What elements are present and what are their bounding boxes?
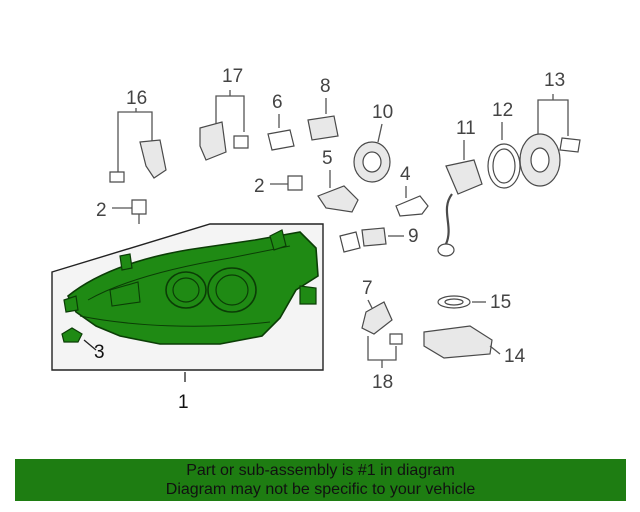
parts-diagram: 3 1 16 2 17 6 8 10 [51,66,581,413]
clip-part-3-icon[interactable] [61,327,83,343]
info-banner: Part or sub-assembly is #1 in diagram Di… [15,459,626,501]
bulb-9-icon[interactable] [339,231,361,253]
bulb-6-icon[interactable] [267,129,295,151]
screw-16-icon[interactable] [109,171,125,183]
callout-15: 15 [490,292,511,313]
callout-16: 16 [126,88,147,109]
bulb-part-4-group[interactable]: 4 [395,164,429,217]
callout-13: 13 [544,70,565,91]
cap-part-10-group[interactable]: 10 [353,102,393,183]
callout-9: 9 [408,226,419,247]
ballast-14-icon[interactable] [423,325,493,359]
screw-2-middle-icon[interactable] [287,175,303,191]
screw-2-left-icon[interactable] [131,199,147,215]
screw-part-2-middle-group[interactable]: 2 [254,175,303,197]
callout-4: 4 [400,164,411,185]
callout-18: 18 [372,372,393,393]
bracket-part-17-group[interactable]: 17 [199,66,249,161]
callout-12: 12 [492,100,513,121]
bulb-part-9-group[interactable]: 9 [339,226,419,253]
banner-line-1: Part or sub-assembly is #1 in diagram [186,462,455,479]
bracket-16-icon[interactable] [139,139,167,179]
callout-5: 5 [322,148,333,169]
callout-17: 17 [222,66,243,87]
igniter-part-7-group[interactable]: 7 18 [361,278,403,393]
bracket-17-icon[interactable] [199,121,227,161]
igniter-7-icon[interactable] [361,301,393,335]
bulb-5-icon[interactable] [317,185,359,213]
socket-8-icon[interactable] [307,115,339,141]
cover-part-13-group[interactable]: 13 [519,70,581,187]
ballast-part-14-group[interactable]: 14 [423,325,526,367]
seal-part-12-group[interactable]: 12 [487,100,521,189]
harness-11-icon[interactable] [445,159,483,195]
socket-part-8-group[interactable]: 8 [307,76,339,141]
callout-11: 11 [456,118,476,139]
label-13-icon[interactable] [559,137,581,153]
callout-1: 1 [178,392,189,413]
bracket-part-16-group[interactable]: 16 [109,88,167,183]
callout-3: 3 [94,342,105,363]
headlamp-assembly-icon[interactable] [63,229,319,345]
callout-8: 8 [320,76,331,97]
harness-part-11-group[interactable]: 11 [437,118,483,257]
headlamp-assembly-group[interactable]: 3 1 [51,223,324,413]
callout-10: 10 [372,102,393,123]
callout-14: 14 [504,346,526,367]
screw-part-2-left-group[interactable]: 2 [96,199,147,224]
callout-6: 6 [272,92,283,113]
callout-2-left: 2 [96,200,107,221]
callout-7: 7 [362,278,373,299]
bulb-4-icon[interactable] [395,195,429,217]
bulb-part-5-group[interactable]: 5 [317,148,359,213]
screw-18-icon[interactable] [389,333,403,345]
bulb-part-6-group[interactable]: 6 [267,92,295,151]
screw-17-icon[interactable] [233,135,249,149]
callout-2-middle: 2 [254,176,265,197]
banner-line-2: Diagram may not be specific to your vehi… [165,481,476,498]
socket-9-icon[interactable] [361,227,387,247]
gasket-part-15-group[interactable]: 15 [437,292,511,313]
